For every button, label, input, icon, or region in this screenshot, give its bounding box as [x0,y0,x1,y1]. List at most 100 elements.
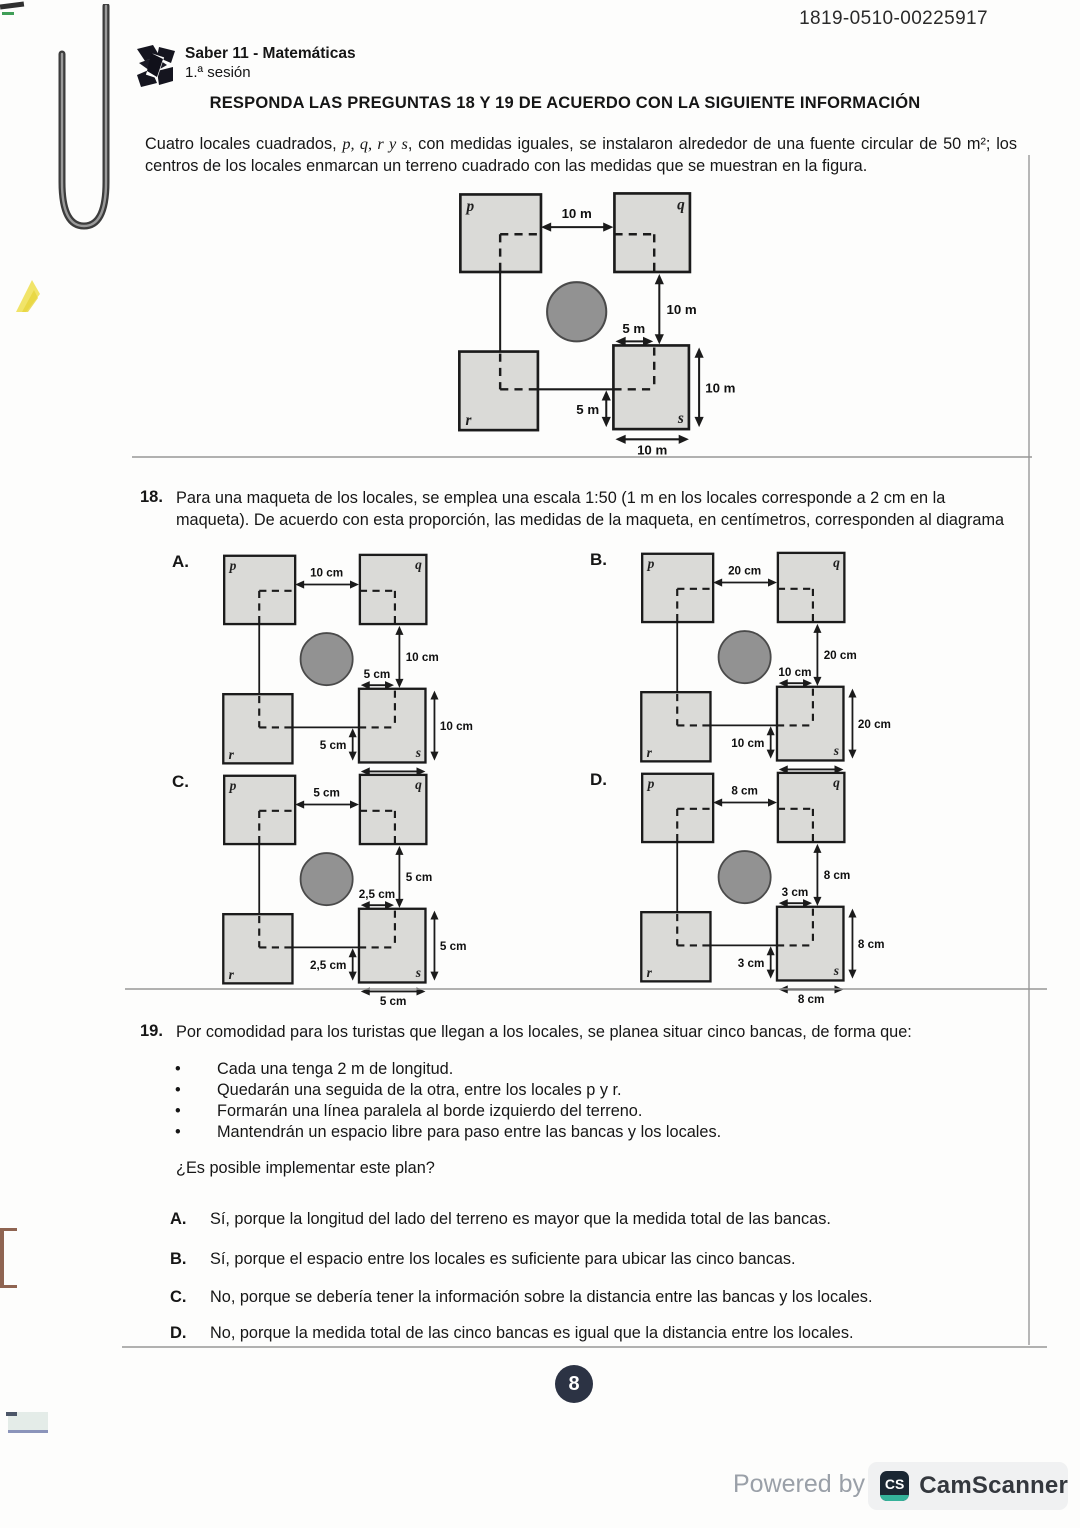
svg-text:10 cm: 10 cm [440,720,473,733]
q18-option-d-diagram: 8 cm 8 cm 3 cm 3 cm 8 cm 8 cm p q r s [640,771,884,1006]
bullet-glyph: • [175,1123,181,1141]
fountain-circle [717,850,772,905]
svg-text:5 cm: 5 cm [380,995,407,1008]
fountain-circle [299,632,354,687]
camscanner-brand-name: CamScanner [919,1472,1068,1499]
svg-text:p: p [229,778,237,793]
dimension-arrows [295,580,439,776]
dimension-arrows [713,578,857,774]
svg-text:10 cm: 10 cm [731,737,764,750]
q19-bullet-3: •Formarán una línea paralela al borde iz… [175,1102,1015,1121]
svg-text:r: r [229,967,235,982]
svg-text:8 cm: 8 cm [824,869,851,882]
q19-text: Por comodidad para los turistas que lleg… [176,1023,912,1041]
shop-squares [222,553,428,765]
bottom-separator-line [122,1346,1047,1348]
center-dashed-lines [676,807,814,947]
q18-text: Para una maqueta de los locales, se empl… [176,489,1005,529]
svg-text:q: q [415,777,422,792]
exam-session: 1.ª sesión [185,64,251,81]
svg-text:10 m: 10 m [666,302,696,317]
svg-text:2,5 cm: 2,5 cm [310,959,346,972]
svg-text:3 cm: 3 cm [738,957,765,970]
q19-bullet-4: •Mantendrán un espacio libre para paso e… [175,1123,1015,1142]
center-dashed-lines [676,587,814,727]
instruction-banner: RESPONDA LAS PREGUNTAS 18 Y 19 DE ACUERD… [209,94,921,112]
shop-squares [458,192,692,432]
scan-bracket-mark [0,1228,17,1288]
terrain-solid-lines [499,271,614,391]
scan-fold-line [1028,155,1030,1345]
bullet-glyph: • [175,1081,181,1099]
svg-text:s: s [833,963,839,978]
q19-option-d-text: No, porque la medida total de las cinco … [210,1324,854,1342]
svg-text:5 cm: 5 cm [364,668,391,681]
dimension-labels: 10 m 10 m 5 m 5 m 10 m 10 m [562,206,736,458]
q19-question: ¿Es posible implementar este plan? [176,1159,435,1177]
q19-option-c: C.No, porque se debería tener la informa… [170,1288,1030,1307]
booklet-code: 1819-0510-00225917 [799,8,988,29]
svg-text:r: r [647,745,653,760]
svg-text:10 m: 10 m [562,206,592,221]
svg-text:10 cm: 10 cm [310,566,343,579]
shop-squares [640,551,846,763]
q19-bullet-2-text: Quedarán una seguida de la otra, entre l… [217,1081,622,1099]
svg-text:r: r [465,412,472,429]
camscanner-icon: CS [880,1471,910,1501]
context-variables: p, q, r y s [342,134,408,153]
svg-text:p: p [229,558,237,573]
context-paragraph: Cuatro locales cuadrados, p, q, r y s, c… [145,133,1017,177]
square-letters: p q r s [229,777,423,982]
scan-green-mark [2,12,14,15]
q19-number: 19. [140,1022,163,1040]
svg-text:s: s [677,410,684,427]
terrain-solid-lines [676,622,777,727]
svg-text:q: q [677,197,685,214]
yellow-highlight-mark [16,280,40,312]
svg-text:s: s [833,743,839,758]
q19-option-a-text: Sí, porque la longitud del lado del terr… [210,1210,831,1228]
page-number-badge: 8 [555,1365,593,1403]
powered-by-label: Powered by [733,1470,866,1498]
svg-text:5 m: 5 m [576,402,599,417]
svg-text:r: r [647,965,653,980]
camscanner-icon-text: CS [884,1476,905,1492]
terrain-solid-lines [258,844,359,949]
svg-text:5 cm: 5 cm [313,786,340,799]
svg-text:8 cm: 8 cm [731,784,758,797]
info-box-bottom-line [132,456,1032,458]
svg-text:8 cm: 8 cm [798,993,825,1006]
center-dashed-lines [258,809,396,949]
camscanner-icon-teal-bar [880,1495,910,1501]
center-dashed-lines [498,233,656,391]
q19-bullet-1-text: Cada una tenga 2 m de longitud. [217,1060,454,1078]
shop-squares [640,771,846,983]
svg-text:8 cm: 8 cm [858,938,885,951]
svg-text:3 cm: 3 cm [782,886,809,899]
square-letters: p q r s [647,555,841,760]
q19-option-a: A. Sí, porque la longitud del lado del te… [170,1210,1030,1229]
paperclip-image [58,4,110,230]
svg-text:5 m: 5 m [622,321,645,336]
svg-text:5 cm: 5 cm [406,871,433,884]
svg-text:20 cm: 20 cm [728,564,761,577]
q18-option-c-diagram: 5 cm 5 cm 2,5 cm 2,5 cm 5 cm 5 cm p q r … [222,773,466,1008]
page-number: 8 [568,1372,580,1395]
svg-text:p: p [464,198,474,215]
q19-option-d: D.No, porque la medida total de las cinc… [170,1324,1030,1343]
svg-text:10 cm: 10 cm [406,651,439,664]
q18-option-b-letter: B. [590,550,607,569]
dimension-labels: 8 cm 8 cm 3 cm 3 cm 8 cm 8 cm [731,784,884,1005]
fountain-circle [546,281,608,343]
center-dashed-lines [258,589,396,729]
terrain-solid-lines [258,624,359,729]
q19-option-b-text: Sí, porque el espacio entre los locales … [210,1250,796,1268]
svg-text:10 cm: 10 cm [778,666,811,679]
q18-option-a-diagram: 10 cm 10 cm 5 cm 5 cm 10 cm 10 cm p q r … [222,553,473,788]
q19-option-a-letter: A. [170,1210,187,1228]
q19-bullet-2: • Quedarán una seguida de la otra, entre … [175,1081,1015,1100]
svg-text:q: q [833,775,840,790]
q18-option-b-diagram: 20 cm 20 cm 10 cm 10 cm 20 cm 20 cm p q … [640,551,891,786]
dimension-arrows [295,800,439,996]
